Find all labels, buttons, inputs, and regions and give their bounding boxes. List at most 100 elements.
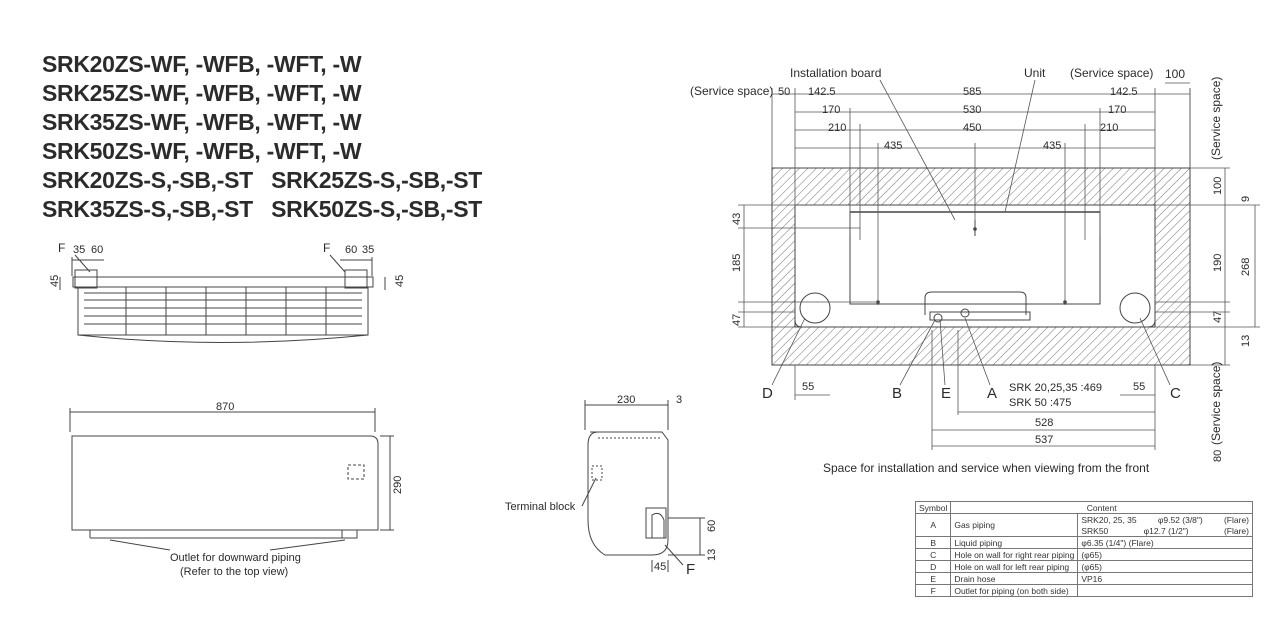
dim-435-right: 435: [1043, 140, 1061, 152]
dim-530: 530: [963, 104, 981, 116]
top-dim-35-left: 35: [73, 244, 85, 256]
gas-flare-1: (Flare): [1223, 514, 1249, 525]
top-dim-45-right: 45: [394, 275, 406, 287]
table-header-content: Content: [950, 501, 1253, 514]
dim-190: 190: [1212, 254, 1224, 272]
front-dim-height: 290: [392, 476, 404, 494]
table-row: D Hole on wall for left rear piping (φ65…: [914, 560, 1253, 573]
install-caption: Space for installation and service when …: [823, 461, 1150, 475]
dim-13: 13: [1240, 335, 1252, 347]
top-dim-35-right: 35: [362, 244, 374, 256]
symbol-d-label: D: [762, 385, 773, 402]
table-cell-desc: Liquid piping: [950, 536, 1079, 549]
srk-b-dim-label: SRK 50 :475: [1009, 397, 1071, 409]
table-row: C Hole on wall for right rear piping (φ6…: [914, 548, 1253, 561]
side-dim-3: 3: [676, 394, 682, 406]
dim-50: 50: [778, 86, 790, 98]
symbol-e-label: E: [941, 385, 951, 402]
gas-model-2: SRK50: [1081, 525, 1109, 536]
table-cell-content: SRK20, 25, 35 φ9.52 (3/8") (Flare): [1077, 513, 1253, 525]
dim-537: 537: [1035, 434, 1053, 446]
dim-142-5-right: 142.5: [1110, 86, 1138, 98]
table-cell-symbol: D: [914, 560, 952, 573]
symbol-c-label: C: [1170, 385, 1181, 402]
table-row: B Liquid piping φ6.35 (1/4") (Flare): [914, 536, 1253, 549]
gas-size-1: φ9.52 (3/8"): [1157, 514, 1203, 525]
table-cell-desc: Hole on wall for right rear piping: [950, 548, 1079, 561]
dim-9: 9: [1240, 196, 1252, 202]
install-dim-lines: [738, 79, 1260, 450]
dim-47-left: 47: [731, 314, 743, 326]
model-line: SRK25ZS-WF, -WFB, -WFT, -W: [42, 80, 362, 106]
dim-47-right: 47: [1212, 311, 1224, 323]
table-cell-content: SRK50 φ12.7 (1/2") (Flare): [1077, 525, 1253, 537]
srk-a-dim-label: SRK 20,25,35 :469: [1009, 382, 1102, 394]
model-line: SRK35ZS-WF, -WFB, -WFT, -W: [42, 109, 362, 135]
table-cell-content: (φ65): [1077, 548, 1253, 561]
table-header-symbol: Symbol: [914, 501, 952, 514]
install-view: [771, 167, 1191, 366]
dim-170-right: 170: [1108, 104, 1126, 116]
dim-210-right: 210: [1100, 122, 1118, 134]
service-space-label-right-bottom: (Service space): [1209, 362, 1223, 445]
dim-55-left: 55: [802, 381, 814, 393]
table-cell-desc: Drain hose: [950, 572, 1079, 585]
table-cell-content: (φ65): [1077, 560, 1253, 573]
side-dim-45: 45: [654, 561, 666, 573]
gas-model-1: SRK20, 25, 35: [1081, 514, 1137, 525]
dim-268: 268: [1240, 258, 1252, 276]
top-dim-60-left: 60: [91, 244, 103, 256]
dim-170-left: 170: [822, 104, 840, 116]
top-f-right: F: [323, 241, 330, 255]
unit-label: Unit: [1024, 66, 1046, 80]
gas-size-2: φ12.7 (1/2"): [1143, 525, 1189, 536]
table-cell-symbol: C: [914, 548, 952, 561]
dim-585: 585: [963, 86, 981, 98]
model-line: SRK20ZS-WF, -WFB, -WFT, -W: [42, 51, 362, 77]
table-cell-desc: Outlet for piping (on both side): [950, 584, 1079, 597]
table-cell-content: φ6.35 (1/4") (Flare): [1077, 536, 1253, 549]
symbol-a-label: A: [987, 385, 997, 402]
side-dim-depth: 230: [617, 394, 635, 406]
table-header-row: Symbol Content: [914, 501, 1253, 514]
dim-528: 528: [1035, 417, 1053, 429]
table-cell-symbol: B: [914, 536, 952, 549]
dim-435-left: 435: [884, 140, 902, 152]
top-view: [59, 254, 386, 343]
model-line: SRK20ZS-S,-SB,-ST SRK25ZS-S,-SB,-ST: [42, 167, 483, 193]
front-dim-width: 870: [216, 401, 234, 413]
table-cell-symbol: E: [914, 572, 952, 585]
table-cell-desc: Gas piping: [950, 513, 1079, 537]
side-f-label: F: [686, 561, 695, 578]
model-line: SRK35ZS-S,-SB,-ST SRK50ZS-S,-SB,-ST: [42, 196, 483, 222]
symbol-b-label: B: [892, 385, 902, 402]
table-cell-desc: Hole on wall for left rear piping: [950, 560, 1079, 573]
dim-80: 80: [1212, 450, 1224, 462]
top-f-left: F: [58, 241, 65, 255]
side-view: [581, 400, 705, 572]
dim-55-right: 55: [1133, 381, 1145, 393]
dim-185: 185: [731, 254, 743, 272]
front-view: [69, 408, 394, 551]
dim-100-right: 100: [1212, 177, 1224, 195]
side-dim-13: 13: [706, 549, 718, 561]
dim-43: 43: [731, 213, 743, 225]
table-cell-symbol: A: [914, 513, 952, 537]
service-space-label-top: (Service space): [1070, 66, 1153, 80]
table-row: F Outlet for piping (on both side): [914, 584, 1253, 597]
table-cell-content: [1077, 584, 1253, 597]
dim-142-5-left: 142.5: [808, 86, 836, 98]
table-row: E Drain hose VP16: [914, 572, 1253, 585]
dim-210-left: 210: [828, 122, 846, 134]
gas-flare-2: (Flare): [1223, 525, 1249, 536]
symbol-table: Symbol Content A Gas piping SRK20, 25, 3…: [914, 501, 1253, 597]
top-dim-45-left: 45: [49, 275, 61, 287]
table-cell-content: VP16: [1077, 572, 1253, 585]
side-terminal-block-label: Terminal block: [505, 501, 576, 513]
table-row: A Gas piping SRK20, 25, 35 φ9.52 (3/8") (F…: [914, 513, 1253, 537]
dim-450: 450: [963, 122, 981, 134]
installation-board-label: Installation board: [790, 66, 881, 80]
dim-100-top: 100: [1165, 67, 1185, 81]
model-list: SRK20ZS-WF, -WFB, -WFT, -W SRK25ZS-WF, -…: [42, 50, 482, 224]
